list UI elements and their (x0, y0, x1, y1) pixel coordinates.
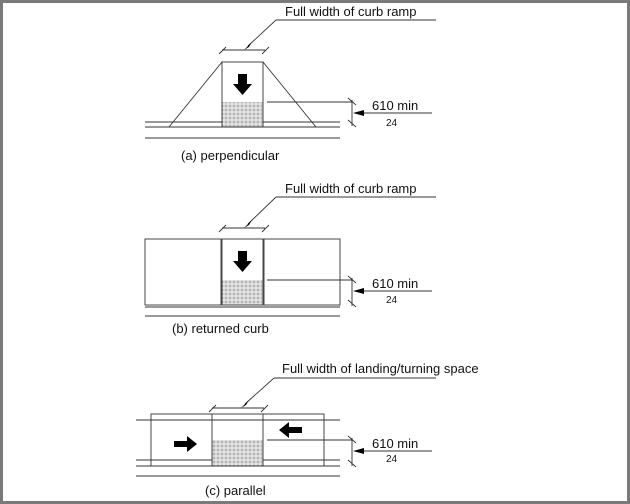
dimension-arrow-icon (353, 448, 364, 454)
figure-a-perpendicular: Full width of curb ramp 610 min 24 (a) p… (145, 4, 436, 163)
leader-arrow-icon (244, 220, 252, 228)
sidewalk-left (144, 238, 222, 306)
callout-label: Full width of curb ramp (285, 4, 417, 19)
depth-dimension (267, 97, 432, 128)
figure-c-parallel: Full width of landing/turning space 610 … (136, 361, 479, 498)
dimension-in: 24 (386, 295, 398, 306)
sidewalk-right (263, 238, 341, 306)
curb-ramp (221, 61, 264, 128)
width-dimension (218, 224, 270, 233)
arrow-down-icon (233, 251, 252, 272)
caption: (c) parallel (205, 483, 266, 498)
arrow-down-icon (233, 74, 252, 95)
arrow-right-icon (174, 436, 197, 452)
callout-label: Full width of curb ramp (285, 181, 417, 196)
leader-line (244, 377, 436, 405)
dimension-arrow-icon (353, 110, 364, 116)
detectable-warning-surface (222, 280, 263, 305)
leader-arrow-icon (244, 42, 252, 50)
leader-line (247, 19, 436, 47)
dimension-in: 24 (386, 454, 398, 465)
dimension-in: 24 (386, 118, 398, 129)
caption: (a) perpendicular (181, 148, 280, 163)
width-dimension (208, 404, 269, 413)
figure-b-returned-curb: Full width of curb ramp 610 min 24 (b) r… (144, 181, 436, 336)
curb-ramp (221, 238, 264, 306)
dimension-mm: 610 min (372, 276, 418, 291)
flared-sides (168, 61, 317, 128)
width-dimension (218, 46, 270, 55)
callout-label: Full width of landing/turning space (282, 361, 479, 376)
leader-line (247, 196, 436, 225)
caption: (b) returned curb (172, 321, 269, 336)
dimension-arrow-icon (353, 288, 364, 294)
detectable-warning-surface (222, 102, 263, 127)
depth-dimension (267, 435, 432, 468)
detectable-warning-surface (212, 440, 263, 466)
arrow-left-icon (279, 422, 302, 438)
dimension-mm: 610 min (372, 436, 418, 451)
leader-arrow-icon (241, 400, 249, 408)
dimension-mm: 610 min (372, 98, 418, 113)
depth-dimension (267, 275, 432, 308)
